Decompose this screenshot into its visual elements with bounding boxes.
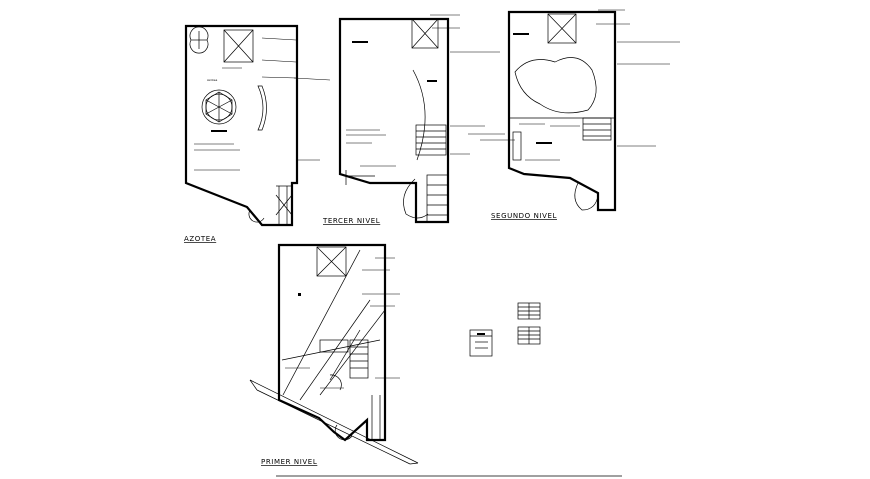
primer-annotations	[285, 257, 400, 389]
primer-nivel-plan: PRIMER NIVEL	[249, 243, 419, 466]
segundo-nivel-label: SEGUNDO NIVEL	[491, 212, 557, 220]
tercer-annotations	[346, 14, 500, 167]
legend-table	[517, 302, 541, 345]
azotea-plan: Azotea AZOTEA	[184, 24, 331, 243]
primer-nivel-label: PRIMER NIVEL	[261, 458, 317, 466]
tercer-nivel-plan: TERCER NIVEL	[322, 14, 500, 225]
segundo-annotations	[468, 9, 680, 161]
azotea-annotations	[194, 37, 331, 171]
azotea-room-name: Azotea	[207, 78, 217, 82]
stair-detail	[469, 329, 493, 357]
tercer-nivel-label: TERCER NIVEL	[322, 217, 380, 225]
azotea-label: AZOTEA	[184, 235, 216, 243]
segundo-nivel-plan: SEGUNDO NIVEL	[468, 9, 680, 220]
